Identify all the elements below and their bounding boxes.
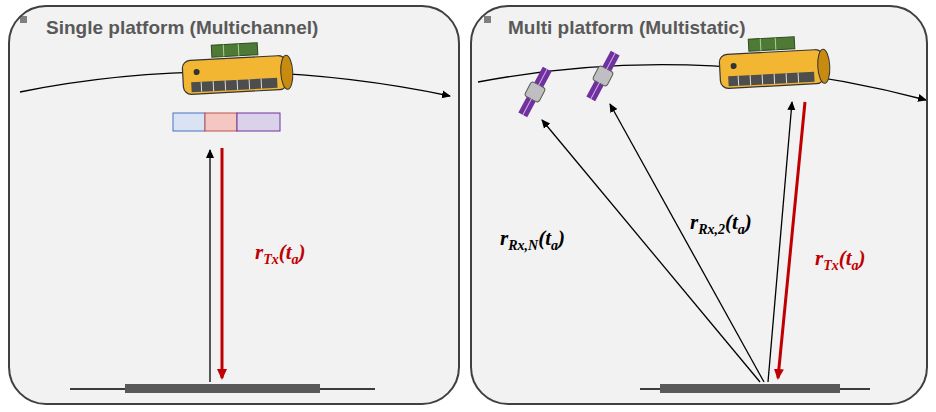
panel-ground <box>471 6 927 404</box>
echo-arrow <box>209 150 210 382</box>
antenna-channel <box>237 113 280 131</box>
echo-arrow <box>542 120 760 382</box>
panel-title: Multi platform (Multistatic) <box>508 17 745 39</box>
range-label: rTx(ta) <box>815 246 866 274</box>
range-label: rRx,N(ta) <box>500 226 565 254</box>
scenario-panel: Single platform (Multichannel) <box>8 5 460 405</box>
tx-arrow <box>221 148 224 378</box>
range-label: rRx,2(ta) <box>690 210 752 238</box>
echo-arrow <box>610 104 764 382</box>
scenario-panel: Multi platform (Multistatic) <box>470 5 928 405</box>
scene-strip <box>125 384 320 393</box>
bullet <box>20 16 27 23</box>
echo-arrow <box>768 102 792 382</box>
satellite <box>181 41 293 95</box>
antenna-channel <box>173 113 205 131</box>
antenna-channel <box>205 113 237 131</box>
satellite <box>718 35 830 89</box>
receiver-satellite <box>516 65 555 118</box>
range-label: rTx(ta) <box>255 240 306 268</box>
panel-title: Single platform (Multichannel) <box>46 17 318 39</box>
tx-arrow <box>778 102 805 378</box>
scene-strip <box>660 384 840 393</box>
panel-ground <box>9 6 459 404</box>
orbit <box>478 65 926 100</box>
bullet <box>484 16 491 23</box>
receiver-satellite <box>584 49 623 102</box>
